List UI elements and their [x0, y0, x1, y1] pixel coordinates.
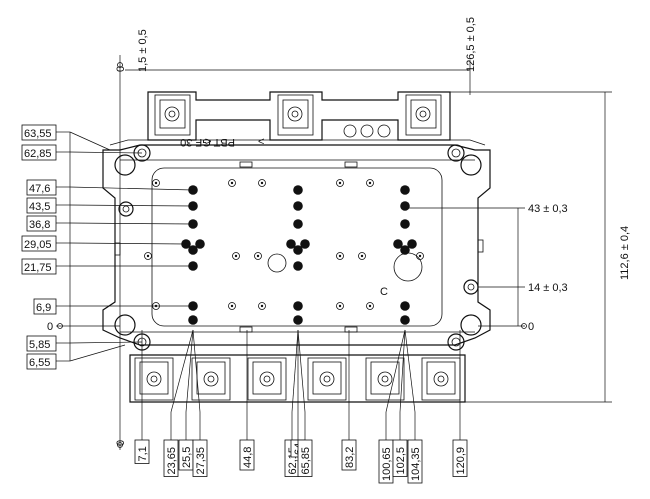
marking-arrow-left: >: [205, 136, 211, 148]
top-terminals: PBT GF 30 > <: [147, 91, 451, 148]
label-overall-height: 112,6 ± 0,4: [619, 226, 631, 280]
mounting-hole-br: [447, 333, 465, 351]
pin-dot: [293, 245, 303, 255]
pin-dot: [293, 301, 303, 311]
label-left-5: 36,8: [29, 219, 50, 231]
pin-small: [254, 252, 262, 260]
right-labels: 43 ± 0,3 14 ± 0,3 0 112,6 ± 0,4: [521, 203, 631, 333]
pin-dot: [293, 315, 303, 325]
top-terminal-2: [277, 94, 314, 136]
top-terminal-1: [154, 94, 191, 136]
bottom-terminal-3: [247, 357, 287, 401]
pin-small: [358, 252, 366, 260]
pin-small: [258, 302, 266, 310]
pin-dot: [293, 185, 303, 195]
pin-small: [336, 179, 344, 187]
label-bottom-3: 25,5: [181, 447, 193, 468]
label-top-right: 126,5 ± 0,5: [465, 17, 477, 72]
pin-small: [416, 252, 424, 260]
label-bottom-10: 100,65: [381, 447, 393, 481]
bottom-terminals: [129, 354, 466, 403]
pin-dot: [400, 185, 410, 195]
small-circle-3: [377, 124, 391, 138]
left-labels: 63,55 62,85 47,6 43,5 36,8 29,05 21,75 6…: [21, 124, 63, 370]
pin-small: [336, 302, 344, 310]
label-right-b: 14 ± 0,3: [528, 282, 568, 294]
bottom-terminal-1: [134, 357, 174, 401]
small-circle-2: [360, 124, 374, 138]
material-marking: PBT GF 30: [180, 136, 235, 148]
bottom-labels: 0 7,123,6525,527,3544,862,156465,8583,21…: [115, 439, 468, 484]
label-left-3: 47,6: [29, 183, 50, 195]
pin-dot: [195, 239, 205, 249]
pin-dot: [393, 239, 403, 249]
side-bolt-left: [118, 201, 134, 217]
marking-arrow-right: <: [258, 136, 264, 148]
label-bottom-9: 83,2: [344, 447, 356, 468]
label-left-10: 5,85: [29, 339, 50, 351]
pin-array: [144, 179, 424, 325]
label-left-6: 29,05: [24, 239, 52, 251]
label-bottom-4: 27,35: [195, 447, 207, 475]
internal-circle-2: [393, 252, 423, 282]
letter-c: C: [380, 286, 388, 298]
pin-dot: [188, 245, 198, 255]
side-bolt-right: [463, 279, 479, 295]
small-circle-1: [343, 124, 357, 138]
label-left-8: 6,9: [36, 302, 51, 314]
label-top-left: 1,5 ± 0,5: [137, 29, 149, 72]
pin-small: [144, 252, 152, 260]
bottom-terminal-5: [365, 357, 405, 401]
top-terminal-3: [405, 94, 442, 136]
pin-dot: [400, 245, 410, 255]
mounting-hole-tr: [447, 144, 465, 162]
bottom-terminal-6: [421, 357, 461, 401]
pin-small: [152, 179, 160, 187]
internal-circle-1: [267, 253, 287, 273]
pin-small: [228, 179, 236, 187]
pin-dot: [188, 315, 198, 325]
pin-dot: [293, 219, 303, 229]
pin-dot: [407, 239, 417, 249]
pin-dot: [293, 201, 303, 211]
pin-dot: [300, 239, 310, 249]
pin-dot: [400, 315, 410, 325]
top-labels: 0 1,5 ± 0,5 126,5 ± 0,5: [115, 17, 477, 72]
label-bottom-11: 102,5: [395, 447, 407, 475]
pin-small: [228, 302, 236, 310]
label-bottom-1: 7,1: [137, 446, 149, 461]
label-left-7: 21,75: [24, 262, 52, 274]
pin-dot: [400, 201, 410, 211]
label-bottom-13: 120,9: [455, 447, 467, 475]
bottom-terminal-4: [307, 357, 347, 401]
label-left-9: 0: [47, 321, 53, 333]
pin-small: [258, 179, 266, 187]
label-left-11: 6,55: [29, 357, 50, 369]
label-right-a: 43 ± 0,3: [528, 203, 568, 215]
pin-small: [232, 252, 240, 260]
label-top-left-zero: 0: [115, 66, 127, 72]
dimension-lines: [56, 55, 612, 450]
label-bottom-12: 104,35: [410, 447, 422, 481]
pin-small: [366, 302, 374, 310]
label-left-2: 62,85: [24, 148, 52, 160]
pin-small: [336, 252, 344, 260]
pin-dot: [293, 261, 303, 271]
pin-dot: [400, 219, 410, 229]
label-right-zero: 0: [528, 321, 534, 333]
label-left-4: 43,5: [29, 201, 50, 213]
label-left-1: 63,55: [24, 128, 52, 140]
label-bottom-8: 65,85: [300, 447, 312, 475]
bottom-terminal-2: [191, 357, 231, 401]
pin-dot: [286, 239, 296, 249]
label-bottom-5: 44,8: [242, 447, 254, 468]
pin-small: [366, 179, 374, 187]
label-bottom-2: 23,65: [166, 447, 178, 475]
pin-dot: [400, 301, 410, 311]
module-outline: [102, 139, 491, 346]
